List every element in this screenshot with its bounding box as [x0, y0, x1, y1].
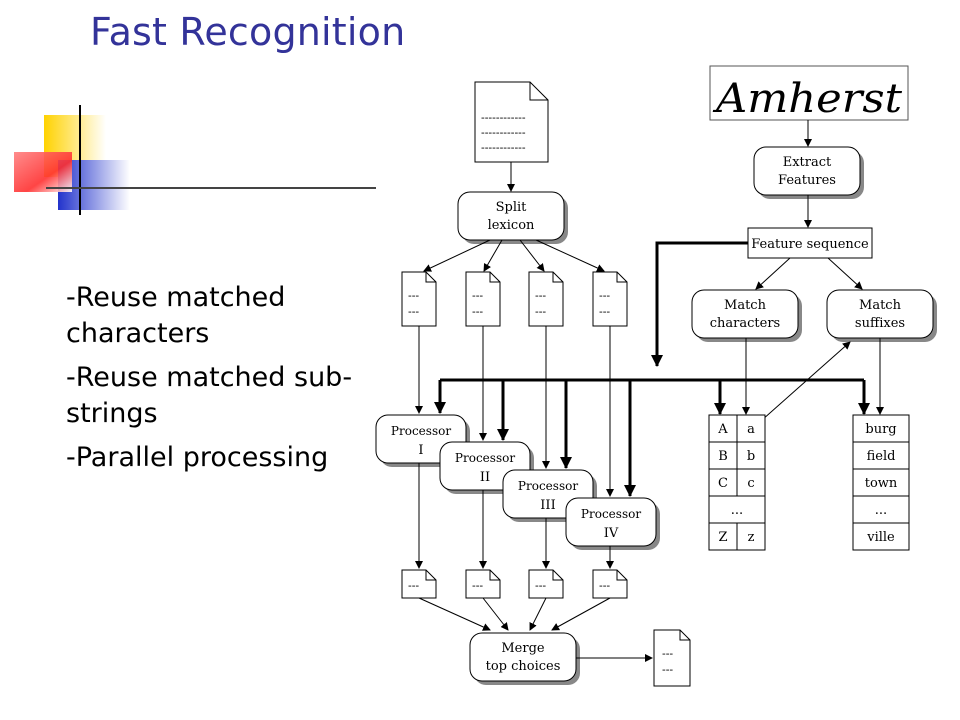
- feature-feed-line: [651, 241, 748, 367]
- svg-text:Processor: Processor: [455, 451, 515, 465]
- svg-text:Merge: Merge: [501, 641, 545, 656]
- svg-text:---: ---: [535, 289, 546, 302]
- output-document: [401, 569, 437, 599]
- svg-text:suffixes: suffixes: [855, 316, 905, 331]
- svg-text:II: II: [480, 470, 490, 485]
- svg-text:---: ---: [535, 305, 546, 318]
- output-document: [465, 569, 501, 599]
- doc-line: ------------: [481, 126, 526, 139]
- svg-text:---: ---: [662, 647, 673, 660]
- svg-text:---: ---: [599, 579, 610, 592]
- svg-text:---: ---: [408, 289, 419, 302]
- table-cell: c: [747, 476, 754, 491]
- svg-text:Match: Match: [859, 298, 902, 313]
- output-document: [592, 569, 628, 599]
- table-cell: town: [865, 476, 898, 491]
- svg-text:top choices: top choices: [486, 659, 561, 674]
- output-document: [528, 569, 564, 599]
- slide-title: Fast Recognition: [90, 10, 406, 54]
- svg-text:I: I: [418, 443, 423, 458]
- svg-text:IV: IV: [604, 526, 619, 541]
- bullet-item: -Reuse matched sub-strings: [66, 362, 353, 429]
- extract-features-node: [753, 146, 861, 196]
- svg-text:Extract: Extract: [783, 155, 832, 170]
- feature-sequence-node: [747, 227, 873, 259]
- character-table: A a B b C c ... Z z: [708, 414, 766, 551]
- svg-text:---: ---: [535, 579, 546, 592]
- sub-document: [528, 271, 564, 327]
- svg-text:---: ---: [408, 579, 419, 592]
- split-label: Split: [496, 200, 528, 215]
- table-cell: ...: [731, 503, 743, 518]
- bullet-item: -Parallel processing: [66, 442, 329, 473]
- table-cell: a: [747, 422, 755, 437]
- slide-decoration: [0, 100, 380, 220]
- table-cell: A: [717, 422, 728, 437]
- output-documents: --- --- --- ---: [401, 569, 628, 599]
- svg-text:Processor: Processor: [581, 507, 641, 521]
- merge-node: [469, 632, 577, 682]
- svg-text:---: ---: [472, 305, 483, 318]
- bullet-item: -Reuse matched characters: [66, 282, 286, 349]
- svg-text:Feature sequence: Feature sequence: [751, 237, 869, 252]
- svg-text:---: ---: [472, 289, 483, 302]
- table-cell: ...: [875, 503, 887, 518]
- svg-text:---: ---: [599, 289, 610, 302]
- split-lexicon-node: [457, 191, 565, 241]
- final-document: [653, 629, 691, 687]
- table-cell: C: [718, 476, 728, 491]
- sub-document: [401, 271, 437, 327]
- table-cell: field: [867, 449, 896, 464]
- svg-text:Features: Features: [778, 173, 836, 188]
- svg-text:characters: characters: [710, 316, 780, 331]
- table-cell: Z: [718, 530, 727, 545]
- doc-line: ------------: [481, 141, 526, 154]
- svg-text:III: III: [540, 498, 555, 513]
- doc-line: ------------: [481, 111, 526, 124]
- lexicon-document: [474, 81, 549, 163]
- match-characters-node: [691, 289, 799, 339]
- sub-documents: --- --- --- --- --- --- --- ---: [401, 271, 628, 327]
- svg-text:Processor: Processor: [518, 479, 578, 493]
- table-cell: z: [748, 530, 755, 545]
- sub-document: [592, 271, 628, 327]
- svg-text:---: ---: [662, 663, 673, 676]
- svg-text:---: ---: [472, 579, 483, 592]
- table-cell: burg: [865, 422, 896, 437]
- svg-text:Processor: Processor: [391, 424, 451, 438]
- sub-document: [465, 271, 501, 327]
- svg-text:Match: Match: [724, 298, 767, 313]
- deco-red-square: [14, 152, 72, 192]
- handwriting-box: [709, 65, 909, 121]
- handwriting-word: Amherst: [712, 76, 903, 122]
- svg-text:---: ---: [408, 305, 419, 318]
- svg-text:---: ---: [599, 305, 610, 318]
- bullet-list: -Reuse matched characters -Reuse matched…: [66, 280, 366, 484]
- split-label: lexicon: [488, 218, 535, 233]
- table-cell: ville: [866, 530, 895, 545]
- processor-node: Processor IV: [565, 497, 660, 550]
- table-cell: b: [747, 449, 755, 464]
- suffix-table: burg field town ... ville: [852, 414, 910, 551]
- table-cell: B: [718, 449, 728, 464]
